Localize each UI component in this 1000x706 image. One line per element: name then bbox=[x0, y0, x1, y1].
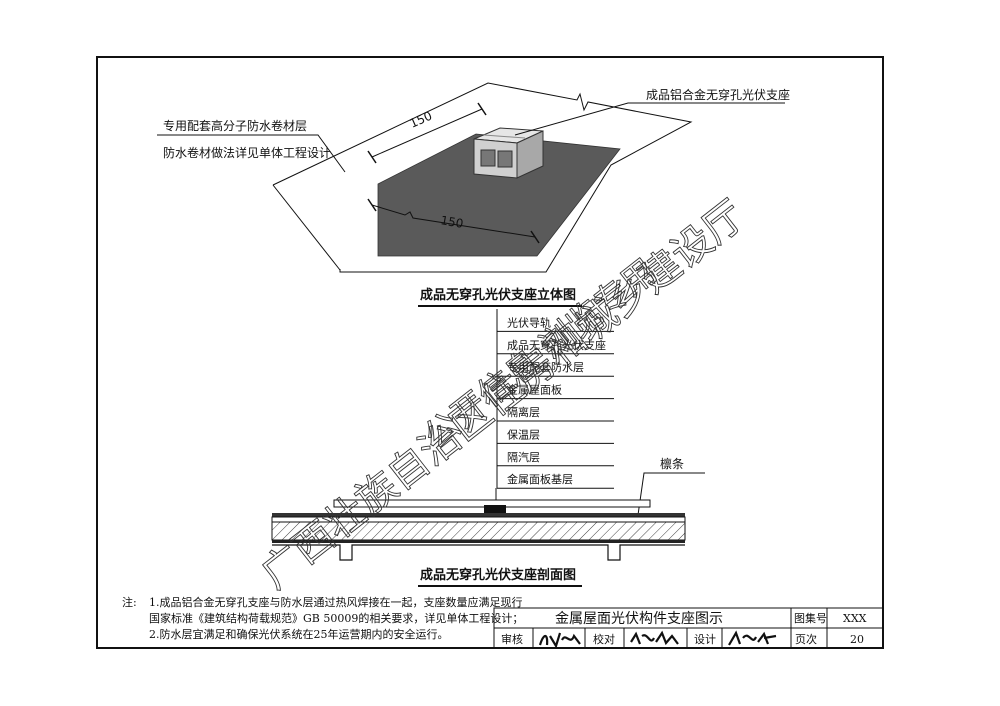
layer-label: 保温层 bbox=[507, 427, 540, 441]
drawing-title: 金属屋面光伏构件支座图示 bbox=[555, 611, 723, 627]
purlin-label: 檩条 bbox=[660, 456, 684, 471]
sheet-frame bbox=[96, 56, 884, 649]
layer-label: 金属屋面板 bbox=[507, 383, 562, 397]
page-label: 页次 bbox=[795, 632, 817, 646]
isometric-view: 150 150 成品铝合金无穿孔光伏支座 专用配套高分子防水卷材层 防水卷材做法… bbox=[157, 82, 790, 307]
notes: 注: 1.成品铝合金无穿孔支座与防水层通过热风焊接在一起，支座数量应满足现行 国… bbox=[122, 595, 523, 641]
atlas-label: 图集号 bbox=[794, 611, 827, 625]
callout-left-leader bbox=[157, 134, 346, 173]
dim-line-b bbox=[371, 204, 536, 238]
layer-label: 专用配套防水层 bbox=[507, 360, 584, 374]
callout-left-text-1: 专用配套高分子防水卷材层 bbox=[163, 118, 307, 133]
notes-prefix: 注: bbox=[122, 595, 137, 609]
purlin-leader bbox=[637, 472, 705, 516]
base-metal-panel bbox=[272, 544, 685, 561]
callout-left-text-2: 防水卷材做法详见单体工程设计 bbox=[163, 145, 331, 160]
section-view: 光伏导轨成品无穿孔光伏支座专用配套防水层金属屋面板隔离层保温层隔汽层金属面板基层… bbox=[271, 309, 705, 587]
aluminium-support bbox=[473, 127, 544, 179]
callout-top-leader bbox=[514, 102, 785, 136]
review-label: 审核 bbox=[501, 632, 523, 646]
watermark-line-2: 公开信息 浏览专用 bbox=[417, 251, 664, 457]
page-value: 20 bbox=[850, 633, 864, 646]
callout-top-text: 成品铝合金无穿孔光伏支座 bbox=[646, 87, 790, 102]
signature-check bbox=[630, 630, 679, 646]
title-block bbox=[493, 607, 884, 649]
waterproof-layer bbox=[272, 513, 685, 517]
pv-support bbox=[484, 505, 506, 513]
dim-label-b: 150 bbox=[439, 213, 464, 231]
membrane-outline-left bbox=[272, 184, 341, 271]
layer-label: 成品无穿孔光伏支座 bbox=[507, 338, 606, 352]
note-line-1: 1.成品铝合金无穿孔支座与防水层通过热风焊接在一起，支座数量应满足现行 bbox=[149, 595, 523, 609]
atlas-value: XXX bbox=[843, 612, 867, 625]
layer-label: 金属面板基层 bbox=[507, 472, 573, 486]
signature-review bbox=[538, 632, 581, 649]
signature-design bbox=[728, 630, 777, 646]
membrane-outline bbox=[272, 82, 693, 273]
dim-label-a: 150 bbox=[408, 109, 435, 131]
layer-label: 隔离层 bbox=[507, 405, 540, 419]
note-line-2: 国家标准《建筑结构荷载规范》GB 50009的相关要求，详见单体工程设计； bbox=[149, 611, 523, 625]
iso-caption: 成品无穿孔光伏支座立体图 bbox=[420, 287, 576, 303]
vapor-barrier bbox=[272, 540, 685, 543]
check-label: 校对 bbox=[593, 632, 615, 646]
layer-label: 隔汽层 bbox=[507, 450, 540, 464]
base-pad bbox=[377, 133, 621, 257]
note-line-3: 2.防水层宜满足和确保光伏系统在25年运营期内的安全运行。 bbox=[149, 627, 449, 641]
dim-line-a bbox=[371, 108, 483, 158]
design-label: 设计 bbox=[694, 633, 716, 646]
section-caption: 成品无穿孔光伏支座剖面图 bbox=[420, 567, 576, 583]
layer-label: 光伏导轨 bbox=[507, 315, 551, 329]
